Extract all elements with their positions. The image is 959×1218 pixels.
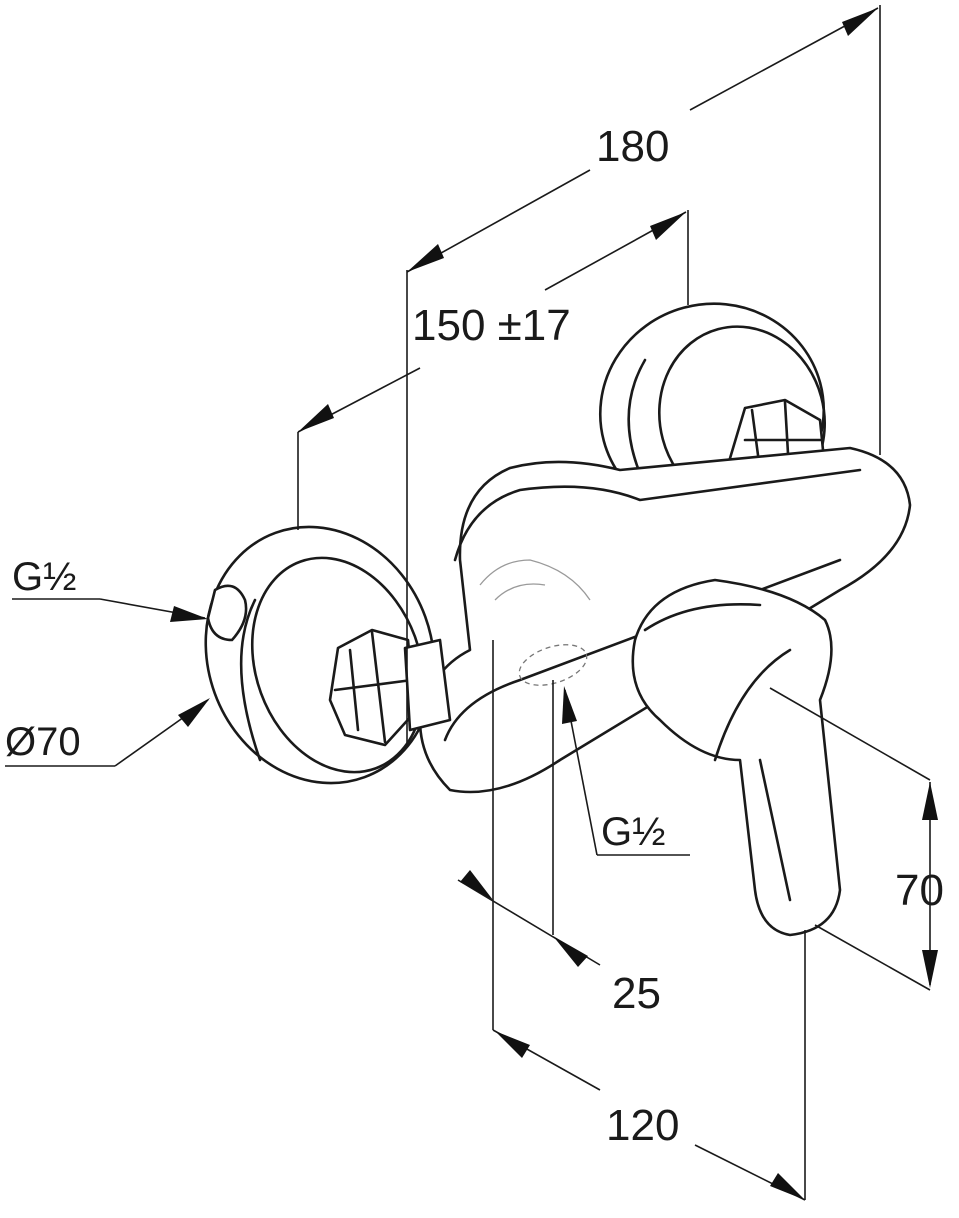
dimension-25 <box>457 640 601 1030</box>
leader-d70 <box>5 698 210 767</box>
arrowhead <box>495 1031 530 1058</box>
label-180: 180 <box>596 122 669 171</box>
label-25: 25 <box>612 969 661 1018</box>
label-g12-left: G½ <box>12 555 76 599</box>
dimension-70 <box>769 687 938 991</box>
left-inlet-pipe <box>206 584 248 642</box>
leader-g12-outlet <box>562 686 690 856</box>
label-70: 70 <box>895 866 944 915</box>
label-150: 150 ±17 <box>412 301 571 350</box>
arrowhead <box>407 244 444 272</box>
dimension-180 <box>406 5 881 745</box>
arrowhead <box>298 404 334 432</box>
outlet-thread-outline <box>518 644 588 686</box>
arrowhead <box>562 686 577 724</box>
dimension-120 <box>492 930 806 1201</box>
label-120: 120 <box>606 1101 679 1150</box>
dimension-150 <box>297 210 689 530</box>
faucet-illustration <box>204 302 912 937</box>
arrowhead <box>170 606 208 622</box>
arrowhead <box>460 870 493 900</box>
arrowhead <box>553 936 588 967</box>
label-g12-outlet: G½ <box>601 810 665 854</box>
arrowhead <box>650 212 686 240</box>
label-d70: Ø70 <box>5 720 81 764</box>
arrowhead <box>842 8 878 36</box>
lever-handle <box>631 578 842 937</box>
arrowhead <box>178 698 210 727</box>
left-hex-nut <box>328 628 452 747</box>
arrowhead <box>922 782 938 820</box>
arrowhead <box>922 950 938 988</box>
leader-g12-left <box>12 598 208 622</box>
arrowhead <box>770 1173 805 1200</box>
